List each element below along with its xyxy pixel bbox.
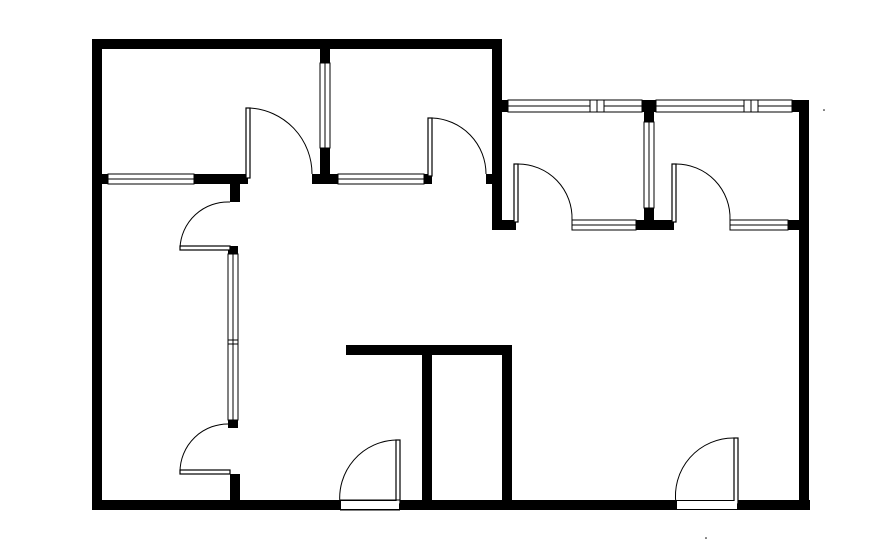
window-ur-top-2 [655,99,793,113]
wall-top-divider-a [320,39,330,63]
wall-ur-bottom-c [788,220,809,230]
window-ur-bottom-1 [571,219,637,231]
marker-dot-bottom [705,537,707,539]
door-west-lower [179,423,231,475]
wall-west-jamb-a [228,246,238,254]
window-tl-bottom [107,173,195,185]
wall-closet-right [502,345,512,510]
door-entrance-left [339,439,401,511]
wall-tc-bottom-b [424,174,432,184]
window-ur-divider [643,121,655,209]
wall-tl-bottom-a [92,174,108,184]
wall-ur-top-a [498,100,508,112]
door-ur-1 [513,163,573,223]
wall-tc-bottom-a [312,174,338,184]
door-top-center [427,117,487,177]
wall-ur-bottom-b [636,220,674,230]
wall-ur-top-b [642,100,656,112]
wall-ur-top-c [792,100,809,112]
door-entrance-right [674,437,739,509]
wall-left [92,39,102,510]
wall-block-edge [492,39,502,229]
wall-ur-divider-b [644,208,654,230]
wall-west-stub-bottom [230,474,240,510]
wall-ur-bottom-a [492,220,516,230]
window-ur-top-1 [507,99,643,113]
window-ur-bottom-2 [729,219,789,231]
window-top-divider [319,62,331,149]
wall-top-left [92,39,502,49]
window-west-partition [227,253,239,421]
door-top-left [245,107,313,179]
windows [107,62,793,421]
wall-closet-left [422,345,432,510]
door-ur-2 [671,163,731,223]
wall-bottom [92,500,810,510]
doors [179,107,739,511]
wall-tc-bottom-c [486,174,502,184]
wall-west-jamb-b [228,420,238,428]
wall-top-divider-b [320,148,330,184]
wall-right [799,100,809,510]
door-west-upper [179,201,231,251]
walls [92,39,810,510]
wall-tl-bottom-b [194,174,248,184]
wall-west-stub-top [230,184,240,202]
window-tc-bottom [337,173,425,185]
marker-dot-right [823,109,825,111]
